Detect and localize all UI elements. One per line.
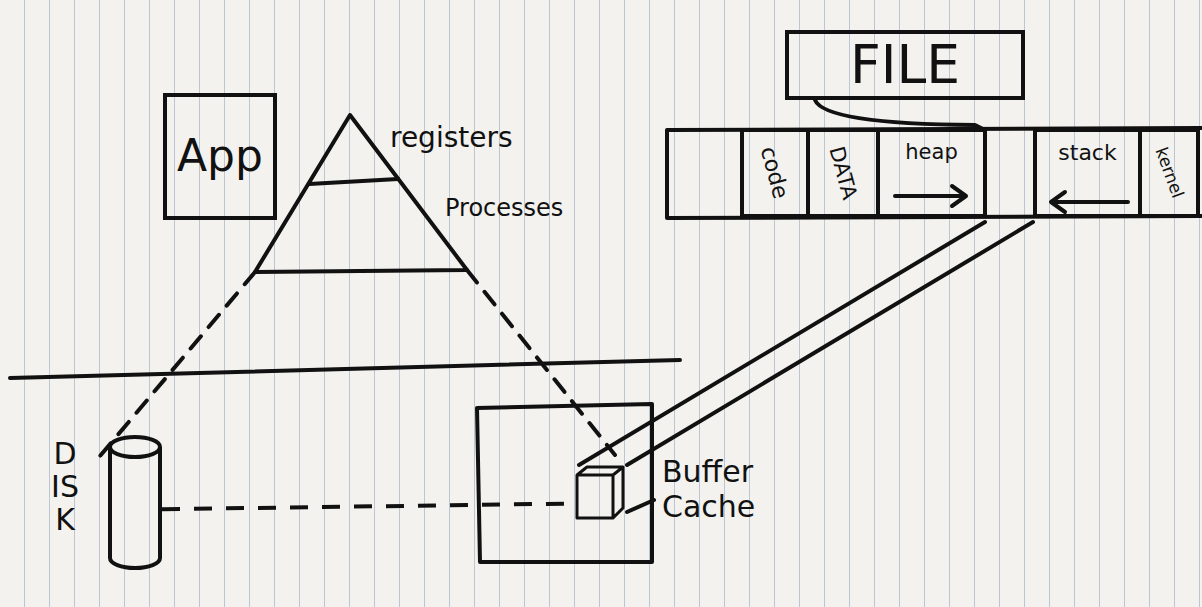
registers-label: registers bbox=[390, 122, 513, 154]
register-divider bbox=[309, 179, 398, 184]
data-segment: DATA bbox=[806, 128, 880, 218]
stack-arrow bbox=[1051, 192, 1128, 212]
disk-cylinder: DISK bbox=[108, 435, 162, 570]
stack-segment: stack bbox=[1033, 128, 1142, 218]
mapping-line bbox=[579, 222, 985, 465]
node-text: DATA bbox=[824, 144, 861, 203]
heap-arrow bbox=[895, 186, 966, 206]
node-text: stack bbox=[1058, 140, 1116, 165]
node-text: App bbox=[177, 131, 263, 182]
cylinder-outline bbox=[108, 435, 162, 570]
processes-label: Processes bbox=[445, 195, 563, 223]
leader-line bbox=[627, 500, 654, 512]
boundary-line bbox=[10, 360, 680, 378]
node-text: DISK bbox=[50, 437, 80, 536]
node-text: FILE bbox=[850, 34, 960, 96]
app-box: App bbox=[163, 93, 277, 220]
kernel-segment: kernel bbox=[1138, 128, 1200, 218]
buffer-cache-block: Buffer Cache bbox=[575, 465, 625, 520]
heap-segment: heap bbox=[876, 128, 987, 218]
file-box: FILE bbox=[785, 30, 1025, 100]
node-text: heap bbox=[905, 140, 957, 164]
code-segment: code bbox=[740, 128, 810, 218]
node-text: Buffer Cache bbox=[662, 455, 812, 524]
memory-box bbox=[477, 404, 652, 562]
dashed-connector bbox=[162, 504, 575, 510]
cube-outline bbox=[575, 465, 625, 520]
node-text: code bbox=[756, 144, 794, 202]
file-bracket bbox=[815, 100, 985, 130]
address-space-bar bbox=[667, 128, 1202, 218]
dashed-projection bbox=[95, 272, 255, 462]
node-text: kernel bbox=[1151, 145, 1187, 201]
mapping-line bbox=[627, 222, 1033, 465]
